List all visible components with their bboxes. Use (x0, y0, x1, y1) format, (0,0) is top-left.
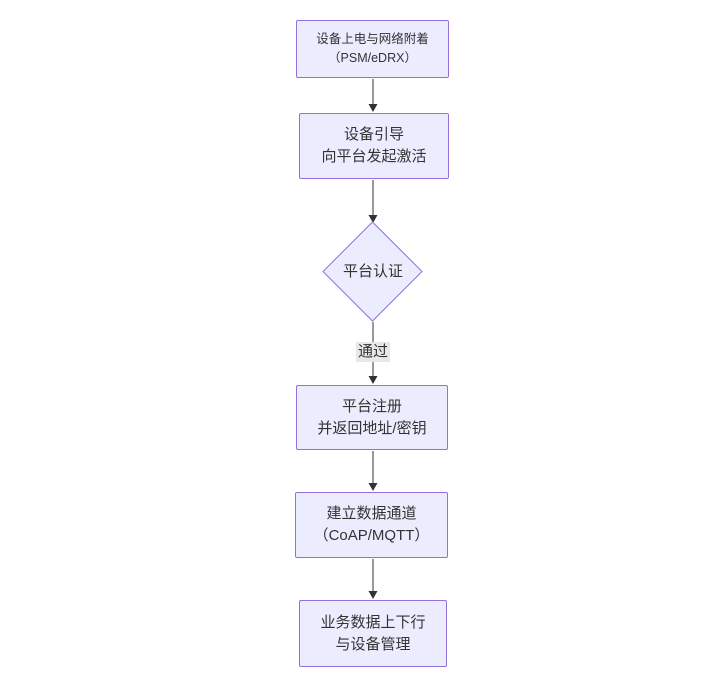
node-device-bootstrap-line1: 设备引导 (343, 126, 404, 143)
node-data-channel-line1: 建立数据通道 (326, 505, 417, 522)
flow-arrow-attach-to-boot (368, 79, 378, 112)
node-platform-register: 平台注册 并返回地址/密钥 (296, 385, 448, 450)
node-service-data-mgmt-line1: 业务数据上下行 (320, 613, 426, 631)
node-device-bootstrap: 设备引导 向平台发起激活 (299, 113, 449, 179)
flow-arrow-channel-to-service (368, 559, 378, 599)
node-data-channel: 建立数据通道 （CoAP/MQTT） (295, 492, 448, 558)
node-platform-register-line2: 并返回地址/密钥 (317, 419, 427, 437)
node-device-power-attach-line2: （PSM/eDRX） (328, 51, 417, 65)
node-data-channel-line2: （CoAP/MQTT） (313, 527, 430, 544)
flow-arrow-register-to-channel (368, 451, 378, 491)
edge-label-auth-pass: 通过 (355, 342, 391, 362)
node-device-bootstrap-line2: 向平台发起激活 (321, 148, 427, 165)
node-device-power-attach-line1: 设备上电与网络附着 (316, 32, 429, 46)
node-device-power-attach: 设备上电与网络附着 （PSM/eDRX） (296, 20, 449, 78)
node-platform-auth-label: 平台认证 (342, 263, 403, 280)
node-platform-register-line1: 平台注册 (341, 397, 402, 415)
node-service-data-mgmt: 业务数据上下行 与设备管理 (299, 600, 447, 667)
flow-arrow-boot-to-auth (368, 180, 378, 223)
node-service-data-mgmt-line2: 与设备管理 (335, 635, 411, 653)
